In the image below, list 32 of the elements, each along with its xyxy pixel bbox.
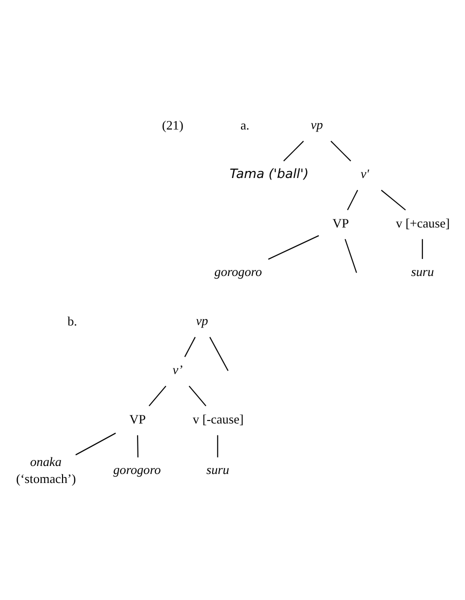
node-text: onaka (30, 454, 62, 469)
connector (188, 385, 206, 406)
connector (148, 385, 166, 406)
node-text: v [-cause] (192, 412, 244, 426)
connector (330, 140, 352, 161)
connector (268, 234, 320, 260)
connector (75, 432, 116, 455)
connector (283, 140, 304, 161)
node-text: vp (310, 117, 323, 132)
node-text: vp (196, 313, 208, 328)
label: (21) (162, 118, 184, 132)
node-text: v’ (172, 362, 183, 376)
connector (344, 238, 358, 272)
node-text: v' (360, 166, 370, 180)
node-text: VP (332, 216, 349, 230)
node-text: gorogoro (214, 264, 262, 278)
node-text: suru (206, 462, 230, 477)
node-text: suru (411, 264, 434, 278)
node-text: gorogoro (113, 462, 161, 477)
node-text: v [+cause] (396, 216, 450, 230)
connector (217, 434, 218, 457)
node-text: VP (129, 412, 146, 426)
connector (380, 189, 406, 210)
node-label: (‘stomach’) (16, 472, 76, 486)
connector (422, 238, 423, 258)
connector (347, 189, 358, 210)
node-text: Tama ('ball') (230, 166, 309, 182)
label: a. (240, 118, 250, 132)
connector (137, 434, 138, 457)
connector (209, 336, 228, 370)
connector (184, 336, 196, 357)
label: b. (68, 314, 78, 328)
